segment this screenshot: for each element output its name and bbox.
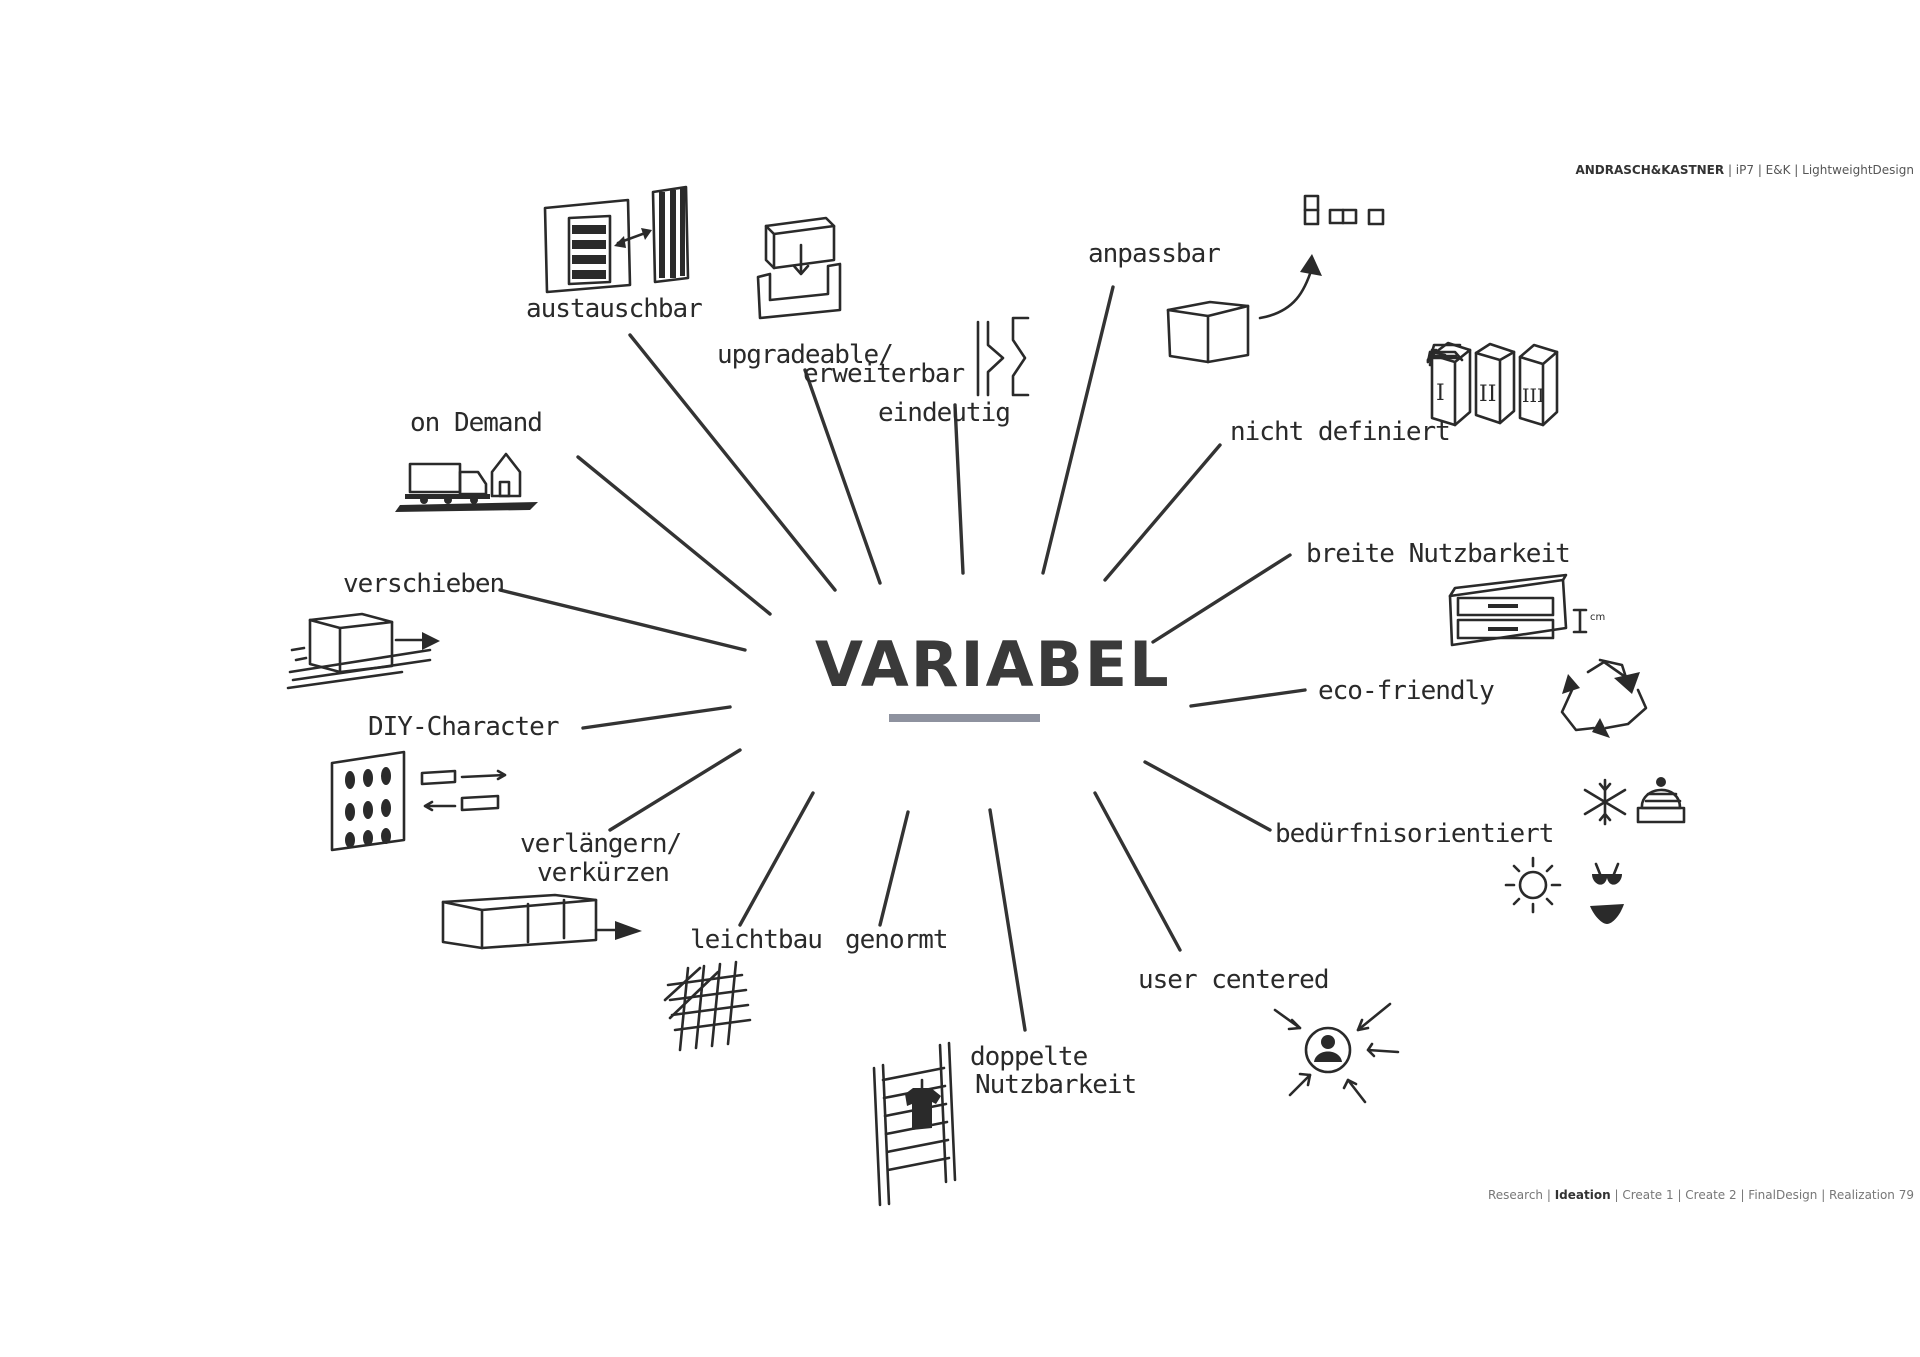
extending-box-icon — [441, 893, 642, 950]
label-verkuerzen: verkürzen — [537, 858, 669, 888]
moving-box-icon — [286, 612, 440, 690]
center-title: VARIABEL — [815, 628, 1171, 701]
label-bedurfnisorientiert: bedürfnisorientiert — [1275, 819, 1553, 849]
cube-with-arrow-icon — [1166, 194, 1385, 364]
mindmap-rays — [498, 285, 1307, 1032]
label-nutzbarkeit: Nutzbarkeit — [975, 1070, 1136, 1100]
header-brand: ANDRASCH&KASTNER — [1575, 163, 1725, 177]
mindmap-labels: austauschbar upgradeable/ erweiterbar ei… — [343, 239, 1571, 1100]
beanie-icon — [1636, 777, 1686, 824]
label-leichtbau: leichtbau — [690, 925, 822, 955]
label-verschieben: verschieben — [343, 569, 504, 599]
pillar-label-2: II — [1479, 382, 1496, 407]
label-breite-nutzbarkeit: breite Nutzbarkeit — [1306, 539, 1570, 569]
cabinet-unit-label: cm — [1590, 612, 1605, 623]
footer-nav-before: Research | — [1487, 1188, 1555, 1202]
clothes-rack-icon — [872, 1041, 957, 1207]
footer-nav-active: Ideation — [1554, 1188, 1611, 1202]
module-insert-icon — [756, 216, 842, 320]
swimwear-icon — [1590, 862, 1624, 924]
page-footer: Research | Ideation | Create 1 | Create … — [1488, 1188, 1914, 1202]
label-eindeutig: eindeutig — [878, 398, 1010, 428]
weather-clothing-icon — [1504, 777, 1686, 924]
sun-icon — [1504, 856, 1562, 914]
pillar-label-1: I — [1436, 381, 1445, 406]
label-user-centered: user centered — [1138, 965, 1329, 995]
label-diy-character: DIY-Character — [368, 712, 559, 742]
label-anpassbar: anpassbar — [1088, 239, 1220, 269]
label-eco-friendly: eco-friendly — [1318, 676, 1494, 706]
page-header: ANDRASCH&KASTNER | iP7 | E&K | Lightweig… — [1575, 163, 1914, 177]
label-nicht-definiert: nicht definiert — [1230, 417, 1450, 447]
pegboard-icon — [330, 750, 507, 852]
header-meta: | iP7 | E&K | LightweightDesign — [1724, 163, 1914, 177]
pillars-group: I II III — [1430, 341, 1559, 427]
grid-mesh-icon — [663, 960, 752, 1052]
label-erweiterbar: erweiterbar — [803, 359, 965, 389]
snowflake-icon — [1583, 778, 1627, 826]
person-target-icon — [1273, 1002, 1400, 1104]
drawer-cabinet-icon: cm — [1448, 573, 1605, 647]
label-genormt: genormt — [845, 925, 948, 955]
label-austauschbar: austauschbar — [526, 294, 702, 324]
label-doppelte: doppelte — [970, 1042, 1088, 1072]
center-underline — [889, 714, 1040, 722]
recycle-icon — [1560, 658, 1648, 738]
connector-profile-icon — [976, 316, 1030, 397]
label-on-demand: on Demand — [410, 408, 542, 438]
footer-nav-after: | Create 1 | Create 2 | FinalDesign | Re… — [1610, 1188, 1914, 1202]
label-verlaengern: verlängern/ — [520, 829, 681, 859]
label-upgradeable: upgradeable/ — [717, 340, 893, 370]
exchange-panels-icon — [543, 185, 690, 294]
truck-house-icon — [395, 452, 538, 512]
pillar-label-3: III — [1522, 385, 1545, 407]
